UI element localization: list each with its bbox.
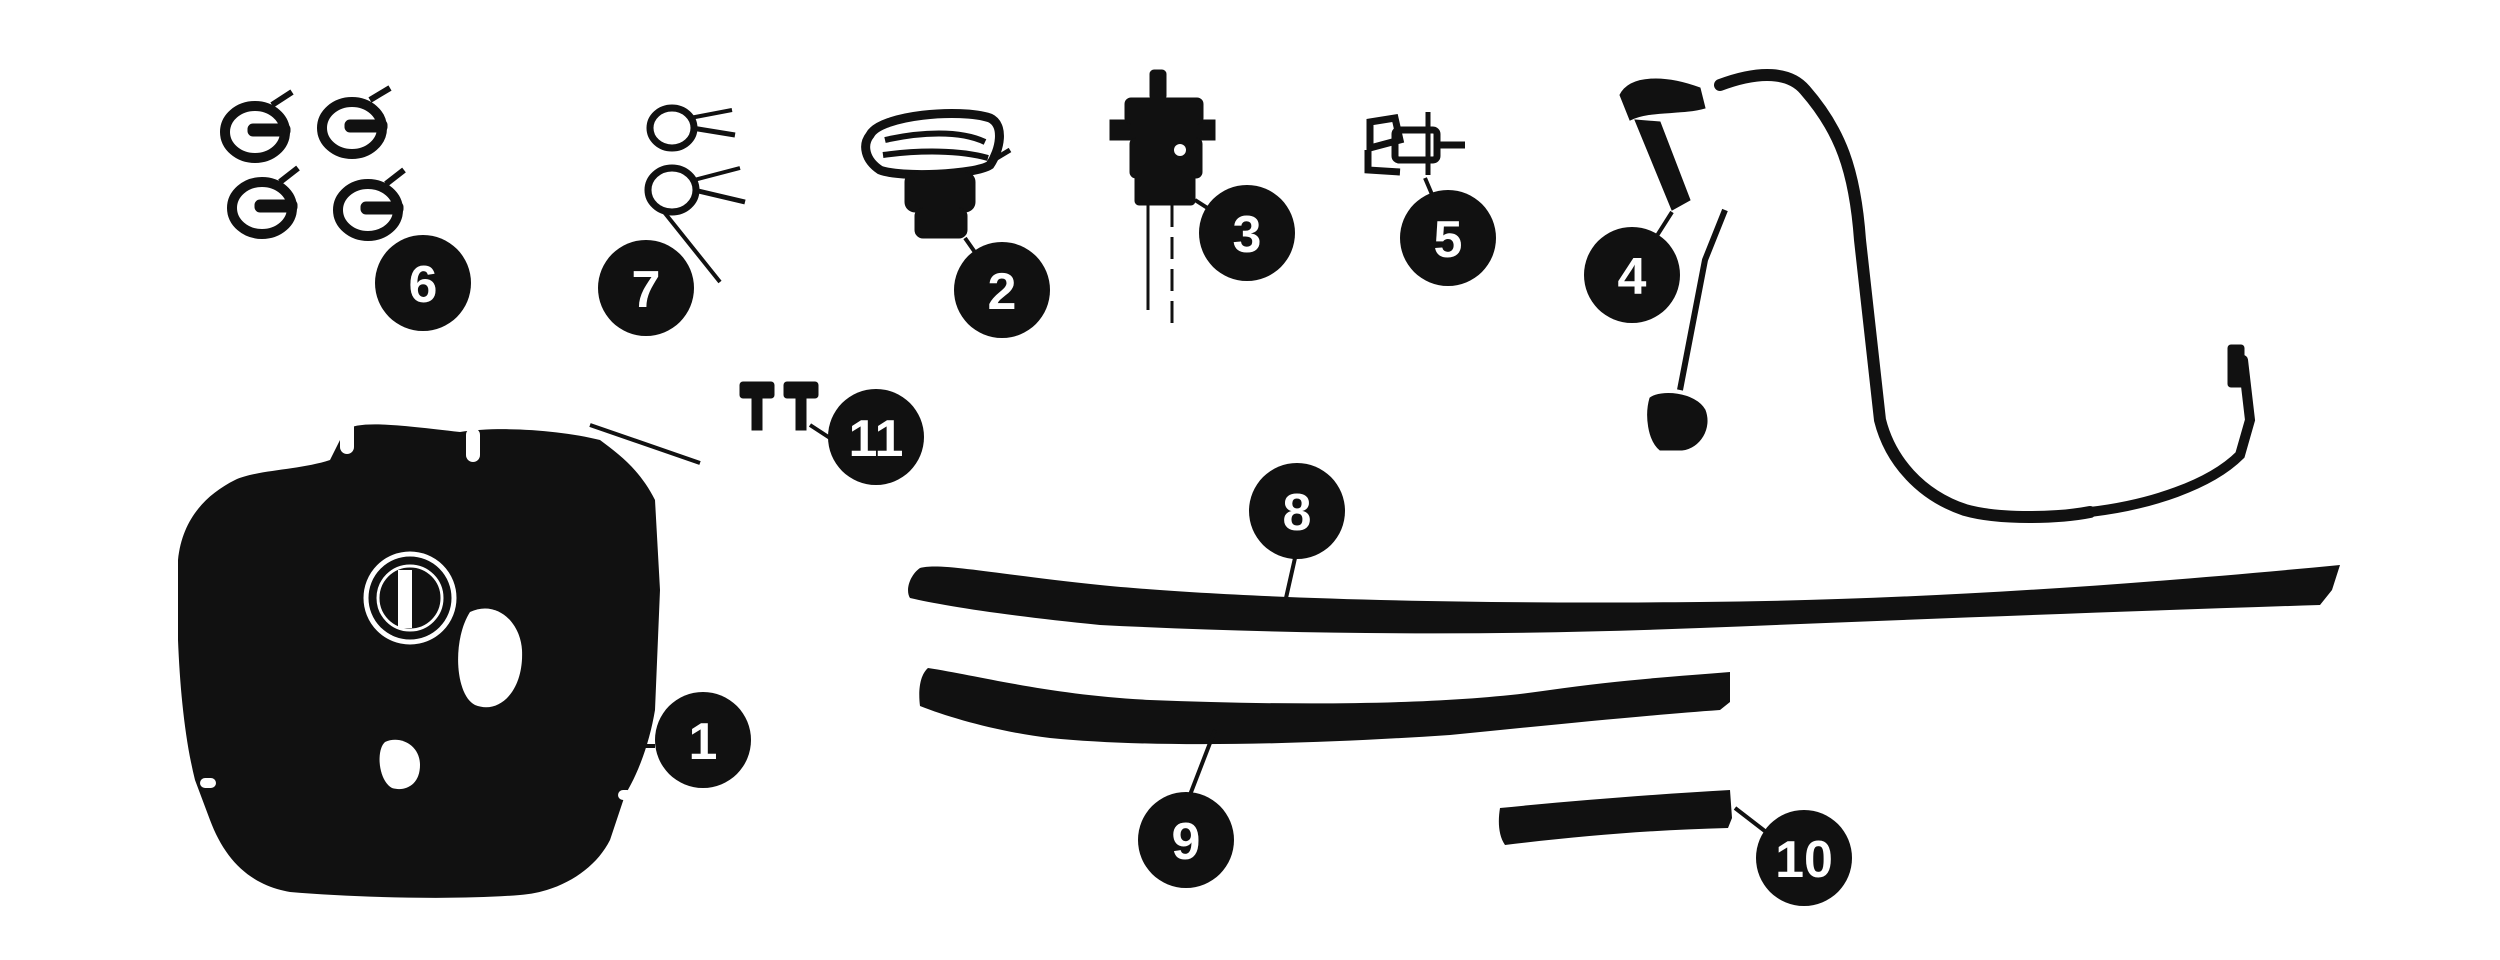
hose-clamp — [333, 167, 406, 241]
callout-4: 4 — [1584, 227, 1680, 323]
part-4-wiring-harness — [1619, 69, 2256, 523]
hose-clamp — [220, 89, 294, 163]
callout-9-label: 9 — [1172, 813, 1201, 871]
callout-8: 8 — [1249, 463, 1345, 559]
callout-10-label: 10 — [1775, 831, 1833, 889]
part-9-medium-strip — [919, 668, 1730, 745]
part-11-bolts — [739, 381, 819, 431]
callout-4-label: 4 — [1618, 248, 1647, 306]
callout-6-label: 6 — [409, 256, 438, 314]
callout-7-label: 7 — [632, 261, 661, 319]
callout-1: 1 — [655, 692, 751, 788]
part-3-fuel-sender — [1109, 69, 1216, 325]
callout-10: 10 — [1756, 810, 1852, 906]
part-5-fuel-fitting — [1364, 112, 1465, 176]
part-6-hose-clamps — [220, 85, 406, 241]
callout-9: 9 — [1138, 792, 1234, 888]
callout-2-label: 2 — [988, 263, 1017, 321]
part-8-long-strip — [908, 565, 2340, 634]
part-1-fuel-tank — [178, 420, 660, 898]
callout-8-label: 8 — [1283, 484, 1312, 542]
part-10-short-strip — [1498, 790, 1732, 845]
callout-11-label: 11 — [849, 410, 904, 468]
callout-1-label: 1 — [689, 713, 718, 771]
callout-5: 5 — [1400, 190, 1496, 286]
hose-clamp — [227, 165, 300, 239]
part-7-small-clamps — [644, 104, 746, 216]
callout-5-label: 5 — [1434, 211, 1463, 269]
callout-7: 7 — [598, 240, 694, 336]
callout-3: 3 — [1199, 185, 1295, 281]
part-2-filler-cap — [861, 109, 1012, 239]
hose-clamp — [317, 85, 392, 159]
callout-2: 2 — [954, 242, 1050, 338]
callout-6: 6 — [375, 235, 471, 331]
callout-3-label: 3 — [1233, 206, 1262, 264]
callout-11: 11 — [828, 389, 924, 485]
